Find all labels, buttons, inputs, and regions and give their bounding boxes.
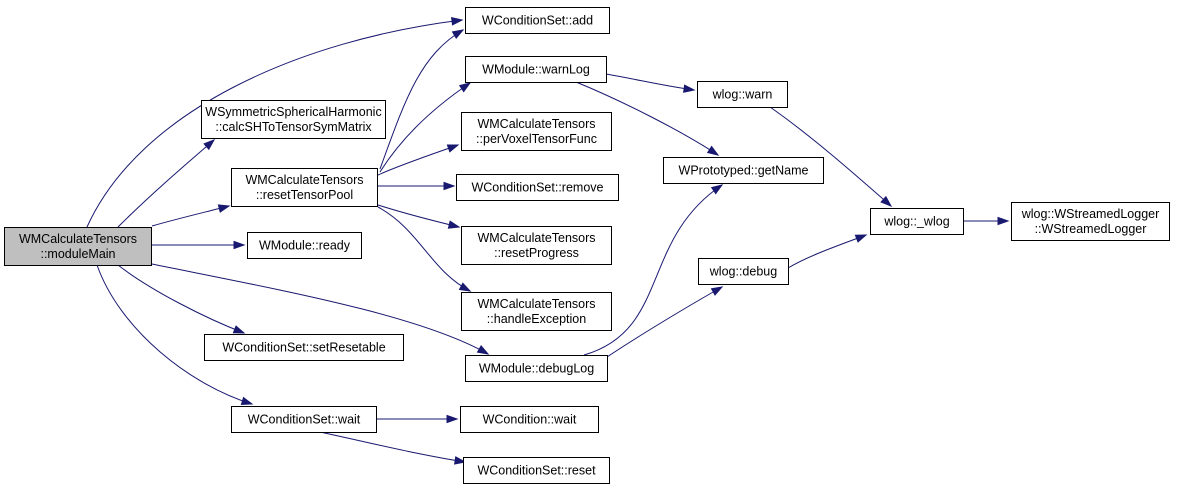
- node-csReset[interactable]: WConditionSet::reset: [463, 457, 610, 484]
- node-label-line: WConditionSet::remove: [471, 181, 603, 195]
- node-box: [231, 406, 377, 433]
- node-wlogDebug[interactable]: wlog::debug: [698, 258, 789, 285]
- node-label-line: WMCalculateTensors: [477, 297, 595, 311]
- node-label-line: WConditionSet::setResetable: [222, 341, 385, 355]
- node-box: [1011, 202, 1170, 241]
- node-label-line: WMCalculateTensors: [19, 232, 137, 246]
- node-csWait[interactable]: WConditionSet::wait: [231, 406, 377, 433]
- edge-warnLog-to-getName: [575, 81, 720, 156]
- node-perVoxel[interactable]: WMCalculateTensors::perVoxelTensorFunc: [461, 112, 612, 151]
- node-box: [698, 258, 789, 285]
- edge-resetTensorPool-to-csAdd: [379, 29, 465, 170]
- node-box: [463, 457, 610, 484]
- node-resetProgress[interactable]: WMCalculateTensors::resetProgress: [461, 226, 612, 265]
- edge-moduleMain-to-csAdd: [86, 17, 464, 228]
- node-box: [461, 112, 612, 151]
- node-label-line: wlog::WStreamedLogger: [1021, 207, 1160, 221]
- edge-debugLog-to-wlogDebug: [606, 286, 724, 358]
- node-box: [456, 174, 619, 201]
- node-box: [465, 7, 610, 34]
- node-label-line: WSymmetricSphericalHarmonic: [205, 105, 381, 119]
- edge-resetTensorPool-to-warnLog: [379, 82, 472, 173]
- edge-wlogDebug-to-wlogWlog: [787, 234, 868, 269]
- node-box: [465, 355, 608, 382]
- node-label-line: wlog::_wlog: [883, 215, 949, 229]
- edge-resetTensorPool-to-handleException: [377, 206, 472, 292]
- node-box: [461, 292, 612, 331]
- edge-moduleMain-to-setResetable: [117, 264, 246, 334]
- node-label-line: WMCalculateTensors: [477, 117, 595, 131]
- edge-resetTensorPool-to-perVoxel: [377, 144, 460, 176]
- node-label-line: WModule::warnLog: [482, 63, 590, 77]
- edge-moduleMain-to-resetTensorPool: [151, 204, 231, 227]
- node-box: [663, 157, 824, 184]
- node-label-line: WConditionSet::reset: [477, 464, 596, 478]
- node-label-line: ::moduleMain: [40, 247, 115, 261]
- node-warnLog[interactable]: WModule::warnLog: [465, 56, 607, 83]
- node-label-line: WConditionSet::wait: [248, 413, 361, 427]
- node-box: [697, 81, 788, 108]
- node-streamedLogger[interactable]: wlog::WStreamedLogger::WStreamedLogger: [1011, 202, 1170, 241]
- node-csAdd[interactable]: WConditionSet::add: [465, 7, 610, 34]
- node-box: [204, 334, 404, 361]
- node-csRemove[interactable]: WConditionSet::remove: [456, 174, 619, 201]
- node-label-line: WModule::debugLog: [479, 362, 594, 376]
- node-label-line: WModule::ready: [259, 239, 351, 253]
- node-label-line: WConditionSet::add: [482, 14, 593, 28]
- node-wlogWarn[interactable]: wlog::warn: [697, 81, 788, 108]
- node-label-line: WPrototyped::getName: [679, 164, 809, 178]
- node-label-line: wlog::debug: [709, 265, 777, 279]
- edge-wlogWarn-to-wlogWlog: [769, 106, 893, 207]
- node-setResetable[interactable]: WConditionSet::setResetable: [204, 334, 404, 361]
- node-label-line: ::resetProgress: [494, 246, 579, 260]
- node-condWait[interactable]: WCondition::wait: [460, 406, 599, 433]
- node-debugLog[interactable]: WModule::debugLog: [465, 355, 608, 382]
- node-moduleMain[interactable]: WMCalculateTensors::moduleMain: [4, 227, 152, 266]
- node-box: [201, 100, 386, 139]
- node-label-line: WMCalculateTensors: [477, 231, 595, 245]
- edge-resetTensorPool-to-csRemove: [378, 181, 456, 191]
- node-ready[interactable]: WModule::ready: [247, 232, 362, 259]
- edge-debugLog-to-getName: [583, 184, 724, 356]
- edge-moduleMain-to-calcSH: [117, 139, 216, 228]
- node-box: [247, 232, 362, 259]
- node-label-line: WCondition::wait: [483, 413, 577, 427]
- node-label-line: WMCalculateTensors: [245, 173, 363, 187]
- node-box: [4, 227, 152, 266]
- edge-csWait-to-csReset: [319, 431, 467, 465]
- node-label-line: ::resetTensorPool: [256, 188, 353, 202]
- edge-warnLog-to-wlogWarn: [605, 73, 696, 93]
- edge-moduleMain-to-debugLog: [151, 263, 490, 355]
- node-box: [465, 56, 607, 83]
- node-label-line: ::calcSHToTensorSymMatrix: [215, 120, 372, 134]
- node-handleException[interactable]: WMCalculateTensors::handleException: [461, 292, 612, 331]
- node-box: [460, 406, 599, 433]
- node-label-line: ::WStreamedLogger: [1035, 222, 1147, 236]
- edge-csWait-to-condWait: [377, 414, 459, 424]
- node-label-line: ::handleException: [487, 312, 586, 326]
- node-label-line: wlog::warn: [712, 88, 773, 102]
- node-box: [461, 226, 612, 265]
- node-box: [870, 208, 964, 235]
- node-calcSH[interactable]: WSymmetricSphericalHarmonic::calcSHToTen…: [201, 100, 386, 139]
- node-resetTensorPool[interactable]: WMCalculateTensors::resetTensorPool: [231, 168, 378, 207]
- node-getName[interactable]: WPrototyped::getName: [663, 157, 824, 184]
- edge-resetTensorPool-to-resetProgress: [377, 204, 461, 229]
- node-wlogWlog[interactable]: wlog::_wlog: [870, 208, 964, 235]
- edge-moduleMain-to-csWait: [96, 264, 254, 406]
- node-label-line: ::perVoxelTensorFunc: [476, 132, 597, 146]
- edge-moduleMain-to-ready: [152, 240, 246, 250]
- node-box: [231, 168, 378, 207]
- edge-wlogWlog-to-streamedLogger: [963, 216, 1010, 226]
